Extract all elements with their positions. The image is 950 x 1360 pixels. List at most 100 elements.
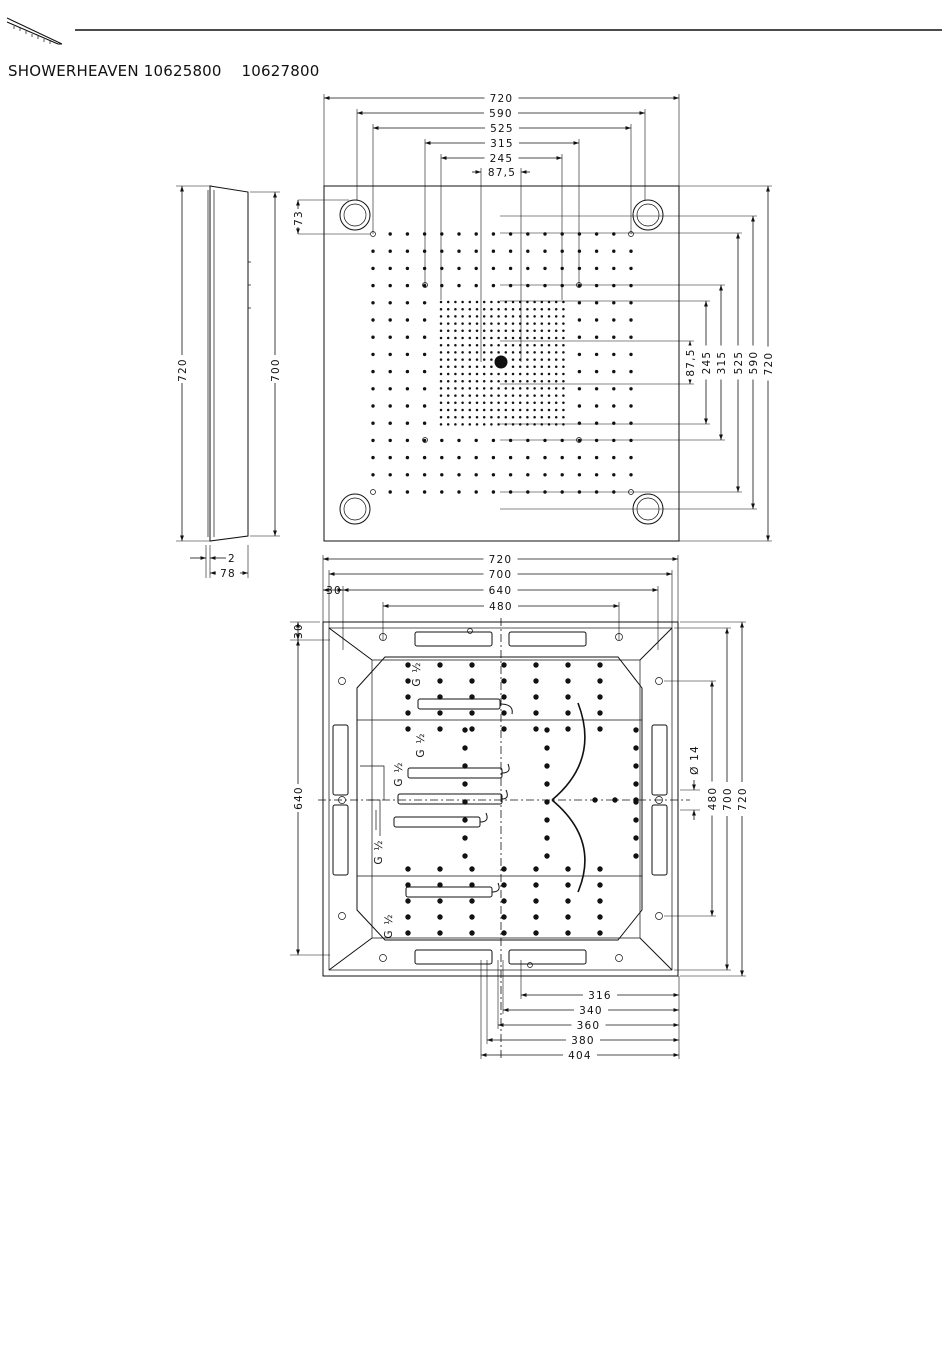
nozzle-center <box>469 373 472 376</box>
nozzle-center <box>497 423 500 426</box>
nozzle-center <box>469 315 472 318</box>
nozzle-center <box>476 380 479 383</box>
nozzle <box>475 456 478 459</box>
nozzle-center <box>476 308 479 311</box>
plate-nozzle <box>544 763 549 768</box>
nozzle-center <box>440 301 443 304</box>
nozzle-center <box>548 409 551 412</box>
svg-text:G ½: G ½ <box>415 732 427 757</box>
nozzle-center <box>490 416 493 419</box>
nozzle <box>440 250 443 253</box>
nozzle <box>612 353 615 356</box>
nozzle <box>406 387 409 390</box>
nozzle-center <box>469 301 472 304</box>
nozzle <box>612 370 615 373</box>
nozzle <box>526 473 529 476</box>
nozzle-center <box>454 380 457 383</box>
nozzle-center <box>447 301 450 304</box>
plate-nozzle <box>437 866 442 871</box>
nozzle-center <box>526 330 529 333</box>
plate-nozzle <box>405 930 410 935</box>
plate-nozzle <box>501 662 506 667</box>
nozzle-center <box>548 373 551 376</box>
nozzle-center <box>541 344 544 347</box>
nozzle-center <box>490 358 493 361</box>
nozzle-center <box>454 351 457 354</box>
nozzle <box>509 267 512 270</box>
plate-nozzle <box>462 781 467 786</box>
nozzle-center <box>562 358 565 361</box>
nozzle-center <box>454 394 457 397</box>
nozzle-center <box>497 330 500 333</box>
nozzle <box>389 387 392 390</box>
nozzle-center <box>512 337 515 340</box>
nozzle-center <box>447 366 450 369</box>
nozzle-center <box>497 351 500 354</box>
nozzle <box>612 301 615 304</box>
nozzle-center <box>526 409 529 412</box>
nozzle-center <box>533 387 536 390</box>
nozzle-center <box>562 351 565 354</box>
dim-right-1: 245 <box>701 351 713 375</box>
nozzle-center <box>555 315 558 318</box>
nozzle <box>629 353 632 356</box>
nozzle-center <box>497 344 500 347</box>
nozzle-center <box>476 330 479 333</box>
dim-top-0: 720 <box>490 93 514 105</box>
nozzle-center <box>555 416 558 419</box>
nozzle <box>406 439 409 442</box>
nozzle-center <box>454 301 457 304</box>
nozzle <box>440 232 443 235</box>
plate-nozzle <box>565 898 570 903</box>
plate-nozzle <box>565 914 570 919</box>
nozzle-center <box>555 423 558 426</box>
plate-nozzle <box>565 726 570 731</box>
nozzle <box>423 318 426 321</box>
plate-nozzle <box>437 930 442 935</box>
nozzle-center <box>447 402 450 405</box>
dim-bot-right-720: 720 <box>737 787 749 811</box>
dim-bot-bottom-4: 404 <box>568 1050 592 1062</box>
nozzle <box>457 232 460 235</box>
nozzle-center <box>490 394 493 397</box>
plate-nozzle <box>533 662 538 667</box>
nozzle <box>578 422 581 425</box>
nozzle <box>406 336 409 339</box>
dim-right-5: 720 <box>763 352 775 376</box>
nozzle <box>595 404 598 407</box>
nozzle <box>389 439 392 442</box>
plate-nozzle <box>437 678 442 683</box>
nozzle <box>526 267 529 270</box>
nozzle-center <box>469 402 472 405</box>
dim-right-3: 525 <box>733 351 745 375</box>
nozzle-center <box>562 387 565 390</box>
nozzle-center <box>497 301 500 304</box>
nozzle <box>595 473 598 476</box>
nozzle-center <box>469 358 472 361</box>
nozzle-center <box>476 394 479 397</box>
dim-bot-700: 700 <box>489 569 513 581</box>
nozzle-center <box>541 402 544 405</box>
nozzle <box>371 387 374 390</box>
nozzle-center <box>505 423 508 426</box>
nozzle-center <box>497 416 500 419</box>
dim-bot-30: 30 <box>326 585 342 597</box>
nozzle <box>612 404 615 407</box>
plate-nozzle <box>565 694 570 699</box>
nozzle-center <box>461 387 464 390</box>
nozzle-center <box>461 308 464 311</box>
nozzle-center <box>505 322 508 325</box>
nozzle-center <box>447 315 450 318</box>
nozzle <box>595 456 598 459</box>
nozzle-center <box>526 423 529 426</box>
nozzle-center <box>519 402 522 405</box>
nozzle <box>406 456 409 459</box>
nozzle <box>371 250 374 253</box>
nozzle-center <box>483 423 486 426</box>
nozzle-center <box>562 409 565 412</box>
dim-right-0: 87,5 <box>685 348 697 376</box>
nozzle <box>371 422 374 425</box>
dim-top-87-5: 87,5 <box>488 167 516 179</box>
plate-nozzle <box>462 745 467 750</box>
